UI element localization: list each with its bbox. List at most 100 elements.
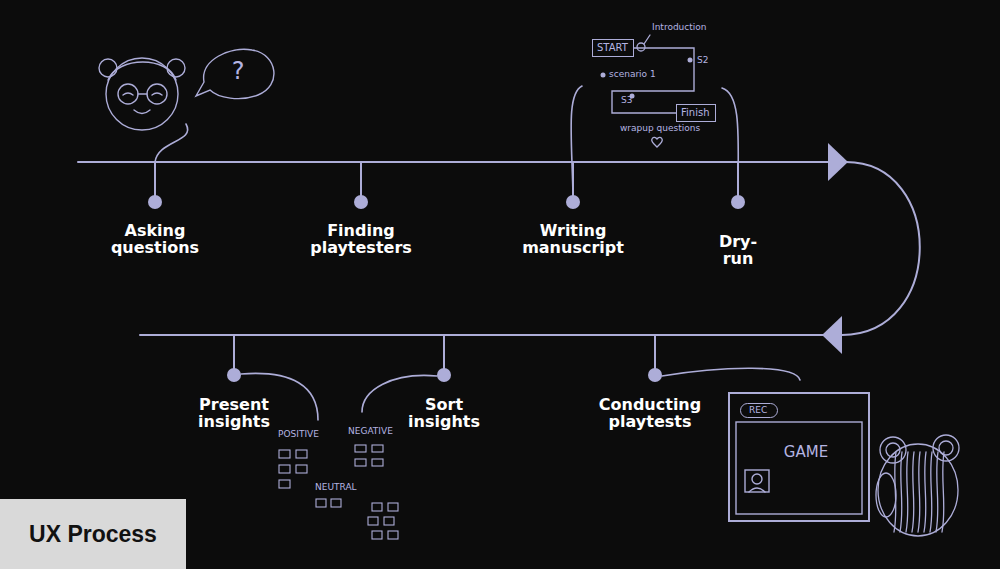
node-text: REC: [749, 404, 767, 416]
hair-stroke: [936, 452, 938, 532]
milestone-dot: [648, 368, 662, 382]
heart: [652, 137, 662, 147]
rec-pill: REC: [740, 403, 778, 418]
leader-line: [571, 86, 582, 196]
headphone: [886, 443, 900, 457]
sticky-notes: [372, 503, 382, 511]
sticky-notes: [355, 459, 366, 466]
milestone-dot: [437, 368, 451, 382]
stem: [360, 162, 362, 196]
sticky-notes: [279, 480, 290, 488]
arrowhead: [828, 143, 848, 181]
milestone-dot: [566, 195, 580, 209]
playtest-sketch: [736, 422, 862, 514]
title-box: UX Process: [0, 499, 186, 569]
game-window: GAME REC: [728, 392, 870, 522]
sketch-note: S2: [697, 55, 708, 66]
arrowhead: [822, 316, 842, 354]
hair-stroke: [900, 452, 902, 532]
sticky-notes: [331, 499, 341, 507]
timeline-loop: [842, 162, 920, 335]
marker-dot: [688, 58, 693, 63]
stem: [443, 335, 445, 369]
sketch-note: scenario 1: [609, 69, 656, 80]
step-label: Finding playtesters: [310, 222, 412, 256]
glasses: [138, 93, 147, 94]
sticky-notes: [388, 503, 398, 511]
milestone-dot: [148, 195, 162, 209]
sticky-notes: [372, 445, 383, 452]
milestone-dot: [354, 195, 368, 209]
milestone-dot: [227, 368, 241, 382]
step-label: Sort insights: [408, 396, 480, 430]
hair-stroke: [924, 452, 926, 532]
sticky-notes: [388, 531, 398, 539]
sticky-notes: [355, 445, 366, 452]
leader-line: [155, 124, 188, 162]
node-text: START: [597, 41, 628, 54]
hair-stroke: [912, 452, 914, 532]
start-box: START: [592, 39, 634, 57]
hair-bun: [99, 59, 117, 77]
sticky-notes: [372, 531, 382, 539]
smile: [134, 110, 150, 114]
leader-line: [644, 35, 650, 44]
glasses: [118, 84, 138, 104]
headphone: [939, 441, 953, 455]
sketch-note: POSITIVE: [278, 429, 319, 440]
sticky-notes: [279, 465, 290, 473]
step-label: Asking questions: [111, 222, 199, 256]
node-text: Finish: [681, 106, 709, 119]
stem: [233, 335, 235, 369]
sticky-notes: [384, 517, 394, 525]
sticky-notes: [296, 465, 307, 473]
webcam-frame: [745, 470, 769, 492]
hair-stroke: [894, 452, 896, 532]
headphone: [880, 437, 906, 463]
leader-line: [722, 88, 738, 196]
sketch-note: NEUTRAL: [315, 482, 357, 493]
sketch-note: NEGATIVE: [348, 426, 393, 437]
screen: [736, 422, 862, 514]
stem: [154, 162, 156, 196]
hair-stroke: [942, 452, 944, 532]
sticky-notes: [279, 445, 398, 539]
glasses: [147, 84, 167, 104]
milestone-dot: [731, 195, 745, 209]
hair-stroke: [918, 452, 920, 532]
node-text: GAME: [784, 443, 828, 461]
timeline: [78, 143, 920, 382]
ear-cup: [876, 473, 896, 517]
hair: [108, 62, 176, 80]
hair-stroke: [906, 452, 908, 532]
sticky-notes: [296, 450, 307, 458]
webcam-face: [752, 474, 762, 484]
sketch-note: Introduction: [652, 22, 707, 33]
sticky-notes: [368, 517, 378, 525]
step-label: Present insights: [198, 396, 270, 430]
sketch-note: wrapup questions: [620, 123, 700, 134]
head: [878, 444, 958, 536]
sticky-notes: [316, 499, 326, 507]
headphone-person: [876, 435, 959, 536]
sticky-notes: [372, 459, 383, 466]
finish-box: Finish: [676, 104, 716, 122]
timeline-line: [140, 334, 825, 336]
hair-bun: [167, 59, 185, 77]
sketch-note: S3: [621, 95, 632, 106]
eyes: [123, 93, 162, 95]
leader-lines: [155, 86, 800, 420]
speech-bubble: [196, 49, 274, 98]
webcam-body: [749, 488, 765, 492]
face-sketch: [99, 49, 274, 130]
step-label: Conducting playtests: [599, 396, 701, 430]
marker-dot: [601, 73, 606, 78]
step-label: Dry-run: [719, 233, 757, 267]
leader-line: [662, 368, 800, 380]
stem: [654, 335, 656, 369]
step-label: Writing manuscript: [522, 222, 624, 256]
sticky-notes: [279, 450, 290, 458]
